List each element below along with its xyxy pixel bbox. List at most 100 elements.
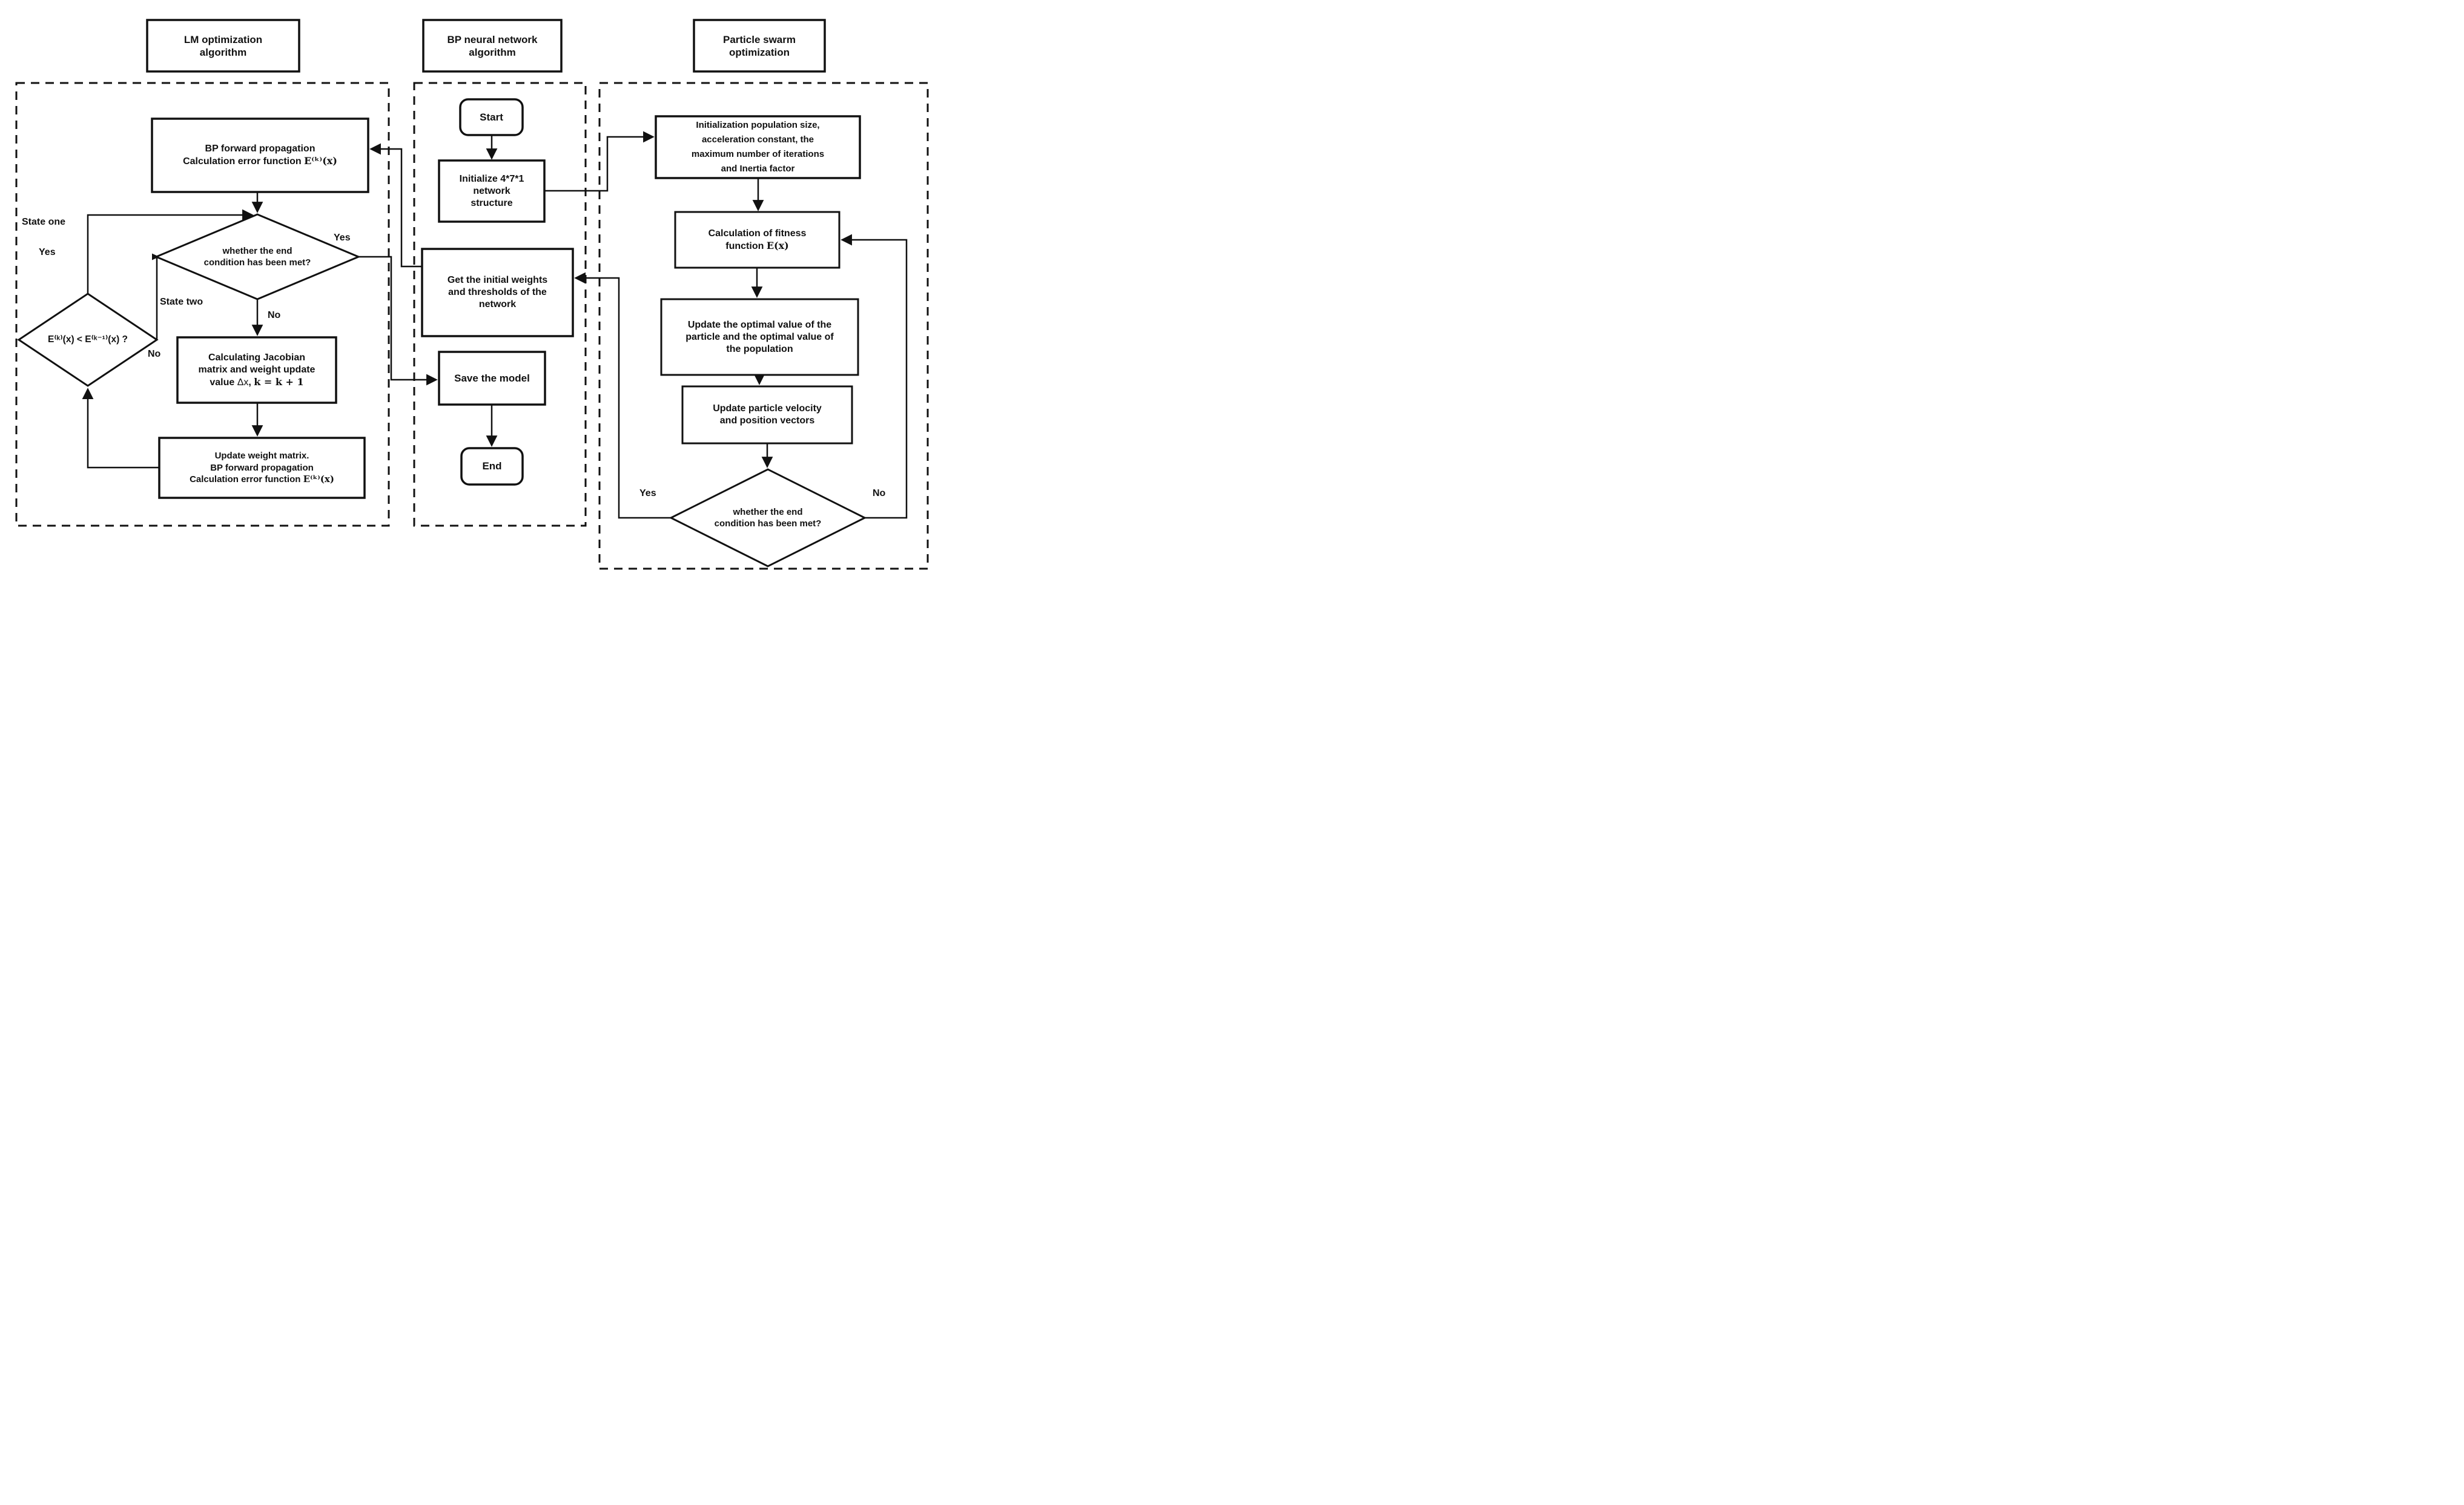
pso-title-box (693, 19, 826, 73)
pso-end-check-line1: whether the end (733, 507, 803, 517)
update-weight-box (158, 437, 366, 499)
init-network-line2: network (473, 185, 510, 196)
pso-end-check-diamond (669, 468, 867, 567)
lm-end-check-line1: whether the end (222, 246, 292, 256)
get-weights-line3: network (478, 299, 517, 309)
jacobian-delta-x: Δx (237, 377, 249, 388)
pso-section-title: Particle swarm optimization (694, 20, 825, 71)
bp-forward-line2-formula: E⁽ᵏ⁾(x) (304, 155, 337, 167)
pso-title-line1: Particle swarm (722, 33, 796, 45)
edge-pso-check-no-loop (841, 234, 908, 519)
update-optimal-box (660, 298, 859, 376)
jacobian-box (176, 336, 337, 404)
fitness-box (674, 211, 841, 269)
update-velocity-label: Update particle velocity and position ve… (682, 386, 852, 443)
pso-check-yes-label: Yes (639, 488, 656, 498)
get-weights-label: Get the initial weights and thresholds o… (422, 249, 573, 336)
update-weight-label: Update weight matrix. BP forward propaga… (159, 438, 365, 498)
jacobian-line3-formula: k = k + 1 (254, 375, 304, 388)
start-text: Start (480, 111, 503, 123)
pso-init-label: Initialization population size, accelera… (656, 116, 860, 178)
update-optimal-line2: particle and the optimal value of (685, 331, 834, 342)
fitness-line2-text: function (725, 240, 767, 251)
bp-forward-label: BP forward propagation Calculation error… (152, 119, 368, 192)
jacobian-line2: matrix and weight update (198, 364, 315, 375)
bp-forward-line1: BP forward propagation (205, 144, 315, 154)
state-one-label: State one (22, 217, 66, 227)
lm-end-check-diamond (154, 213, 361, 300)
get-weights-line1: Get the initial weights (447, 275, 548, 285)
lm-check-yes-label: Yes (334, 233, 351, 243)
flowchart-figure: LM optimization algorithm BP neural netw… (0, 0, 936, 572)
jacobian-line1: Calculating Jacobian (208, 352, 306, 363)
start-label: Start (460, 99, 523, 135)
lm-section-title: LM optimization algorithm (147, 20, 299, 71)
flowchart-graphics (15, 19, 929, 570)
lm-title-box (146, 19, 300, 73)
save-model-label: Save the model (439, 352, 545, 405)
pso-init-box (655, 115, 861, 179)
lm-check-no-label: No (268, 310, 281, 320)
save-model-text: Save the model (454, 372, 530, 384)
edge-init-to-pso-init (544, 131, 655, 192)
pso-init-line2: acceleration constant, the (701, 134, 814, 145)
state-two-label: State two (160, 297, 203, 307)
edge-pso-check-yes-to-get (574, 272, 671, 519)
bp-forward-box (151, 117, 369, 193)
update-optimal-line3: the population (726, 343, 793, 354)
compare-yes-label: Yes (39, 247, 56, 257)
start-shape (459, 98, 524, 136)
update-optimal-label: Update the optimal value of the particle… (661, 299, 858, 375)
error-compare-formula: E⁽ᵏ⁾(x) < E⁽ᵏ⁻¹⁾(x) ? (47, 334, 128, 345)
init-network-line1: Initialize 4*7*1 (459, 173, 524, 184)
edge-update-to-compare (82, 388, 159, 469)
bp-title-box (422, 19, 563, 73)
pso-init-line3: maximum number of iterations (691, 149, 825, 159)
pso-end-check-line2: condition has been met? (714, 518, 822, 529)
fitness-line1: Calculation of fitness (708, 228, 807, 239)
fitness-line2-formula: E(x) (766, 239, 789, 251)
end-text: End (482, 460, 502, 472)
edge-state-one-loop (87, 209, 254, 294)
pso-section-border (598, 82, 929, 570)
pso-init-line1: Initialization population size, (696, 120, 820, 130)
end-shape (460, 447, 524, 486)
get-weights-box (421, 248, 574, 337)
update-velocity-box (681, 385, 853, 445)
bp-title-line2: algorithm (469, 46, 516, 58)
bp-title-line1: BP neural network (447, 33, 538, 45)
fitness-label: Calculation of fitness function E(x) (675, 212, 839, 268)
update-velocity-line1: Update particle velocity (713, 403, 822, 414)
pso-title-line2: optimization (728, 46, 790, 58)
pso-end-check-label: whether the end condition has been met? (695, 498, 841, 538)
init-network-label: Initialize 4*7*1 network structure (439, 160, 544, 222)
lm-title-line1: LM optimization (183, 33, 263, 45)
pso-init-line4: and Inertia factor (721, 164, 795, 174)
lm-end-check-line2: condition has been met? (203, 257, 311, 268)
lm-title-line2: algorithm (199, 46, 247, 58)
bp-section-title: BP neural network algorithm (423, 20, 561, 71)
update-optimal-line1: Update the optimal value of the (687, 319, 832, 330)
init-network-line3: structure (471, 197, 513, 208)
compare-no-label: No (148, 349, 161, 359)
jacobian-line3-sep: , (248, 377, 254, 388)
jacobian-label: Calculating Jacobian matrix and weight u… (177, 337, 336, 403)
lm-end-check-label: whether the end condition has been met? (182, 236, 333, 278)
get-weights-line2: and thresholds of the (448, 287, 547, 297)
update-weight-line1: Update weight matrix. (214, 451, 309, 461)
save-model-box (438, 351, 546, 406)
update-weight-line3-text: Calculation error function (190, 474, 303, 485)
init-network-box (438, 159, 546, 223)
edge-lm-check-yes-to-save (358, 256, 438, 386)
jacobian-line3-pre: value (210, 377, 237, 388)
bp-forward-line2-text: Calculation error function (183, 156, 305, 167)
error-compare-diamond (17, 293, 159, 387)
update-weight-line2: BP forward propagation (210, 462, 314, 473)
update-velocity-line2: and position vectors (719, 415, 815, 426)
end-label: End (461, 448, 523, 485)
pso-check-no-label: No (873, 488, 886, 498)
bp-section-border (413, 82, 587, 527)
error-compare-label: E⁽ᵏ⁾(x) < E⁽ᵏ⁻¹⁾(x) ? (21, 322, 154, 357)
update-weight-line3-formula: E⁽ᵏ⁾(x) (303, 474, 334, 485)
edge-get-to-bp-forward (369, 143, 422, 268)
